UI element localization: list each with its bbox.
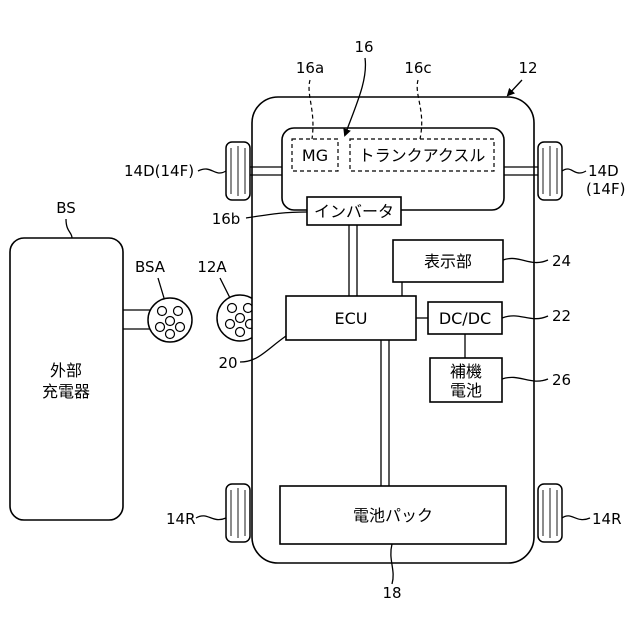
wheel-rear-left-ref: 14R [166, 510, 196, 528]
wheel-rear-left-leader [196, 516, 226, 520]
charger-connector [148, 298, 192, 342]
wheel-rear-right-leader [562, 516, 590, 520]
wheel-front-right-leader [562, 169, 586, 173]
wheel-rear-right-ref: 14R [592, 510, 622, 528]
wheel-front-right [538, 142, 562, 200]
wheel-front-right-ref-line2: (14F) [586, 180, 625, 198]
dcdc-label: DC/DC [439, 309, 491, 328]
inlet-ref-leader [220, 278, 230, 298]
battery-pack-ref: 18 [382, 584, 401, 602]
dcdc-ref: 22 [552, 307, 571, 325]
wheel-rear-right [538, 484, 562, 542]
aux-battery-label-line1: 補機 [450, 362, 482, 381]
mg-ref: 16a [296, 59, 324, 77]
ecu-ref: 20 [218, 354, 237, 372]
ecu-label: ECU [335, 309, 368, 328]
inlet-ref: 12A [197, 258, 227, 276]
wheel-front-left-leader [198, 169, 226, 173]
inverter-ref: 16b [212, 210, 241, 228]
aux-battery-ref: 26 [552, 371, 571, 389]
inverter-label: インバータ [314, 202, 394, 221]
connector-ref: BSA [135, 258, 166, 276]
axle-ref: 16c [404, 59, 431, 77]
display-label: 表示部 [424, 252, 472, 271]
transaxle-axle-label: トランクアクスル [359, 146, 486, 165]
connector-ref-leader [158, 278, 164, 298]
charger-label-line2: 充電器 [42, 382, 90, 401]
wheel-front-left [226, 142, 250, 200]
charger-label-line1: 外部 [50, 361, 82, 380]
aux-battery-label-line2: 電池 [450, 381, 482, 400]
mg-label: MG [302, 146, 328, 165]
wheel-rear-left [226, 484, 250, 542]
battery-pack-label: 電池パック [353, 506, 433, 525]
wheel-front-right-ref-line1: 14D [588, 162, 619, 180]
wheel-front-left-ref: 14D(14F) [124, 162, 194, 180]
charger-ref: BS [56, 199, 76, 217]
vehicle-ref-arrow [508, 80, 522, 95]
charger-ref-leader [66, 219, 72, 238]
transaxle-ref: 16 [354, 38, 373, 56]
vehicle-ref: 12 [518, 59, 537, 77]
display-ref: 24 [552, 252, 571, 270]
